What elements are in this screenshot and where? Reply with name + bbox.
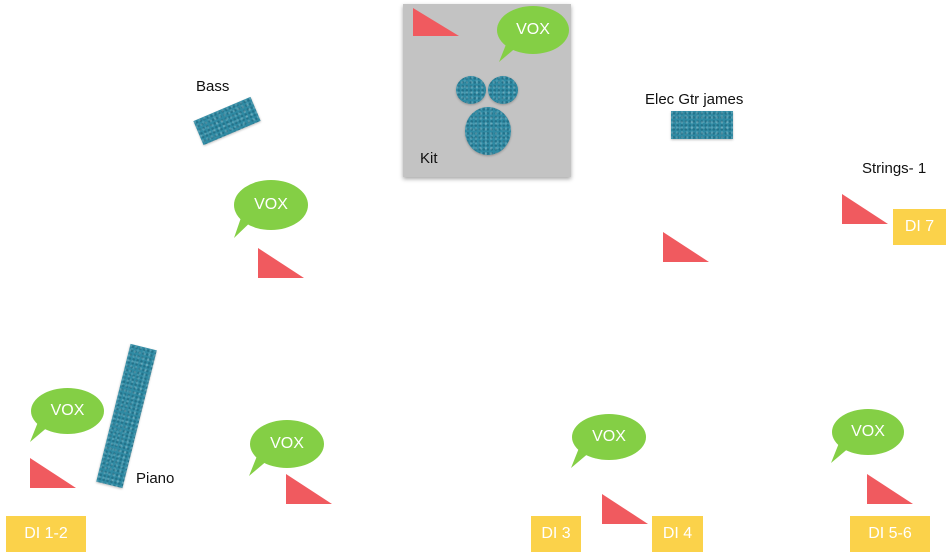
vox-bubble-bass: VOX: [231, 180, 309, 240]
monitor-wedge-bass: [258, 248, 304, 278]
di-box-3: DI 3: [531, 516, 581, 552]
monitor-wedge-center-left: [286, 474, 332, 504]
drum-kit-riser: Kit VOX: [403, 4, 571, 177]
guitar-amp: [671, 111, 733, 139]
vox-bubble-center-left: VOX: [247, 420, 325, 478]
monitor-wedge-center-right: [602, 494, 648, 524]
bass-label: Bass: [196, 78, 230, 95]
vox-text: VOX: [497, 6, 569, 54]
bass-amp: [193, 96, 261, 146]
di-box-4: DI 4: [652, 516, 703, 552]
vox-text: VOX: [250, 420, 324, 468]
monitor-wedge-guitar: [663, 232, 709, 262]
di-box-1-2: DI 1-2: [6, 516, 86, 552]
monitor-wedge-kit: [413, 8, 459, 36]
vox-bubble-center-right: VOX: [569, 414, 647, 470]
vox-bubble-kit: VOX: [497, 6, 573, 64]
vox-text: VOX: [572, 414, 646, 460]
vox-bubble-piano: VOX: [28, 388, 106, 444]
vox-text: VOX: [31, 388, 104, 434]
strings-label: Strings- 1: [862, 160, 927, 177]
monitor-wedge-piano: [30, 458, 76, 488]
tom-drum-left: [456, 76, 486, 104]
elec-gtr-label: Elec Gtr james: [645, 91, 744, 108]
vox-bubble-right: VOX: [829, 409, 905, 465]
monitor-wedge-right: [867, 474, 913, 504]
kick-drum: [465, 107, 511, 155]
vox-text: VOX: [234, 180, 308, 230]
vox-text: VOX: [832, 409, 904, 455]
piano-label: Piano: [136, 470, 175, 487]
di-box-5-6: DI 5-6: [850, 516, 930, 552]
tom-drum-right: [488, 76, 518, 104]
kit-label: Kit: [420, 150, 438, 167]
monitor-wedge-strings: [842, 194, 888, 224]
di-box-7: DI 7: [893, 209, 946, 245]
